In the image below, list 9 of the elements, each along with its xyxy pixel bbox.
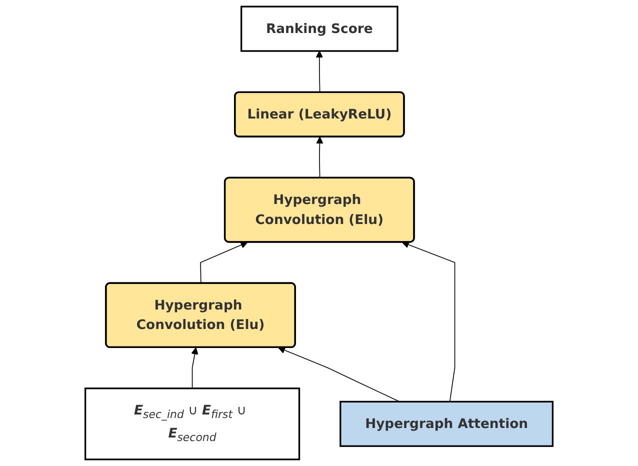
arrow: [316, 136, 324, 179]
arrow: [402, 241, 456, 402]
arrow: [278, 346, 400, 402]
node-box: Hypergraph Attention: [340, 400, 554, 447]
arrow: [191, 347, 198, 389]
arrow: [200, 242, 248, 284]
arrow: [316, 50, 324, 93]
node-box: Ranking Score: [240, 6, 398, 52]
node-box: E$_{sec_ind}$ ∪ E$_{first}$ ∪ E$_{second}$: [84, 388, 300, 460]
